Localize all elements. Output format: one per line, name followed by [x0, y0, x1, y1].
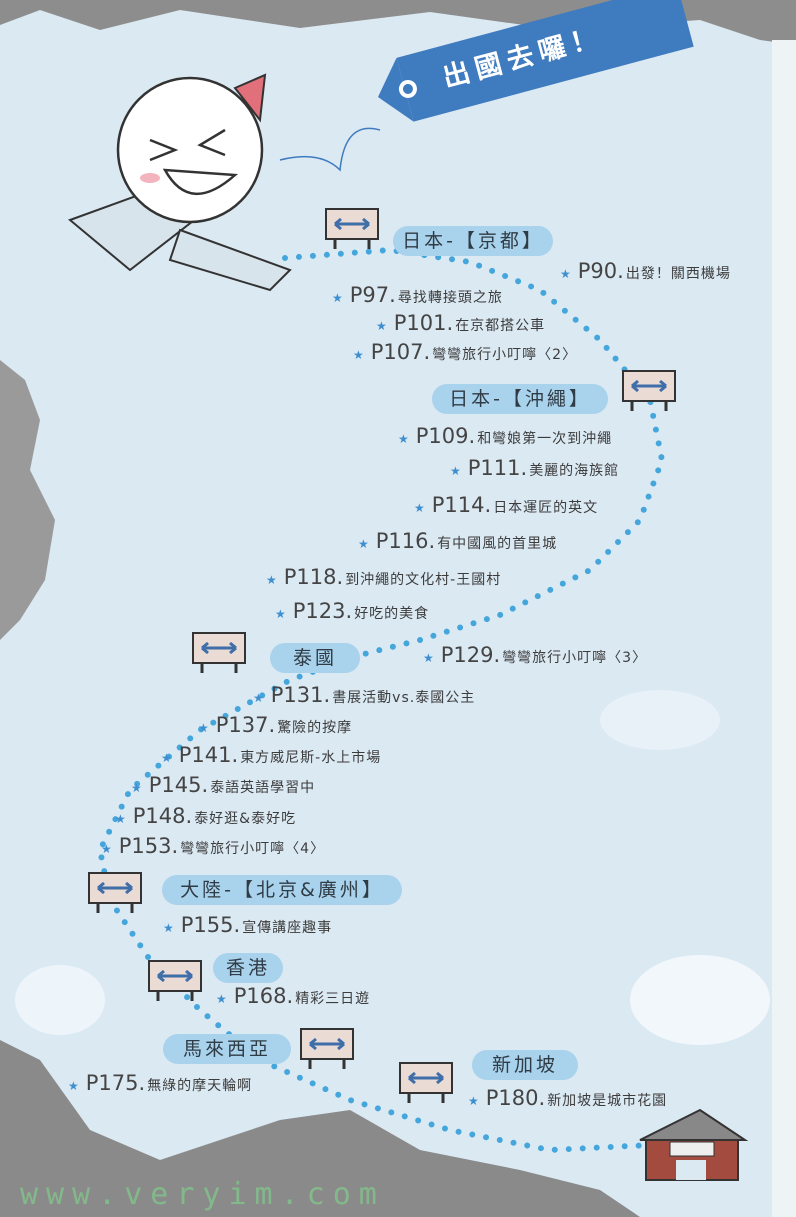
star-icon: ★ [275, 607, 287, 621]
toc-entry[interactable]: ★P111.美麗的海族館 [450, 456, 620, 480]
signpost-icon [148, 960, 202, 1001]
section-china: 大陸-【北京&廣州】 [162, 875, 402, 905]
section-malaysia: 馬來西亞 [163, 1034, 291, 1064]
star-icon: ★ [414, 501, 426, 515]
toc-entry[interactable]: ★P155.宣傳講座趣事 [163, 913, 333, 937]
toc-entry[interactable]: ★P109.和彎娘第一次到沖繩 [398, 424, 613, 448]
star-icon: ★ [198, 721, 210, 735]
toc-entry[interactable]: ★P148.泰好逛&泰好吃 [115, 804, 297, 828]
star-icon: ★ [68, 1079, 80, 1093]
signpost-icon [192, 632, 246, 673]
star-icon: ★ [560, 267, 572, 281]
section-thailand: 泰國 [270, 643, 360, 673]
toc-entry[interactable]: ★P175.無綠的摩天輪啊 [68, 1071, 253, 1095]
toc-entry[interactable]: ★P137.驚險的按摩 [198, 713, 353, 737]
star-icon: ★ [398, 432, 410, 446]
mascot-airplane-character [68, 73, 381, 292]
star-icon: ★ [468, 1094, 480, 1108]
toc-entry[interactable]: ★P141.東方威尼斯-水上市場 [161, 743, 382, 767]
toc-entry[interactable]: ★P114.日本運匠的英文 [414, 493, 599, 517]
star-icon: ★ [115, 812, 127, 826]
star-icon: ★ [163, 921, 175, 935]
star-icon: ★ [216, 992, 228, 1006]
toc-entry[interactable]: ★P97.尋找轉接頭之旅 [332, 283, 503, 307]
toc-entry[interactable]: ★P180.新加坡是城市花園 [468, 1086, 668, 1110]
signpost-icon [399, 1062, 453, 1103]
toc-entry[interactable]: ★P131.書展活動vs.泰國公主 [253, 683, 476, 707]
toc-entry[interactable]: ★P168.精彩三日遊 [216, 984, 371, 1008]
star-icon: ★ [423, 651, 435, 665]
watermark: www.veryim.com [20, 1177, 385, 1212]
star-icon: ★ [161, 751, 173, 765]
signpost-icon [88, 872, 142, 913]
toc-entry[interactable]: ★P101.在京都搭公車 [376, 311, 546, 335]
signpost-icon [622, 370, 676, 411]
star-icon: ★ [131, 781, 143, 795]
toc-entry[interactable]: ★P118.到沖繩的文化村-王國村 [266, 565, 502, 589]
toc-entry[interactable]: ★P90.出發！關西機場 [560, 259, 731, 283]
toc-entry[interactable]: ★P129.彎彎旅行小叮嚀〈3〉 [423, 643, 648, 667]
star-icon: ★ [332, 291, 344, 305]
section-kyoto: 日本-【京都】 [393, 226, 553, 256]
section-singapore: 新加坡 [472, 1050, 578, 1080]
house-icon [639, 1108, 749, 1181]
star-icon: ★ [376, 319, 388, 333]
toc-entry[interactable]: ★P123.好吃的美食 [275, 599, 430, 623]
toc-entry[interactable]: ★P116.有中國風的首里城 [358, 529, 558, 553]
star-icon: ★ [266, 573, 278, 587]
toc-entry[interactable]: ★P145.泰語英語學習中 [131, 773, 316, 797]
star-icon: ★ [353, 348, 365, 362]
toc-entry[interactable]: ★P153.彎彎旅行小叮嚀〈4〉 [101, 834, 326, 858]
star-icon: ★ [101, 842, 113, 856]
star-icon: ★ [253, 691, 265, 705]
star-icon: ★ [450, 464, 462, 478]
toc-entry[interactable]: ★P107.彎彎旅行小叮嚀〈2〉 [353, 340, 578, 364]
section-hongkong: 香港 [213, 953, 283, 983]
section-okinawa: 日本-【沖繩】 [432, 384, 608, 414]
signpost-icon [325, 208, 379, 249]
signpost-icon [300, 1028, 354, 1069]
star-icon: ★ [358, 537, 370, 551]
